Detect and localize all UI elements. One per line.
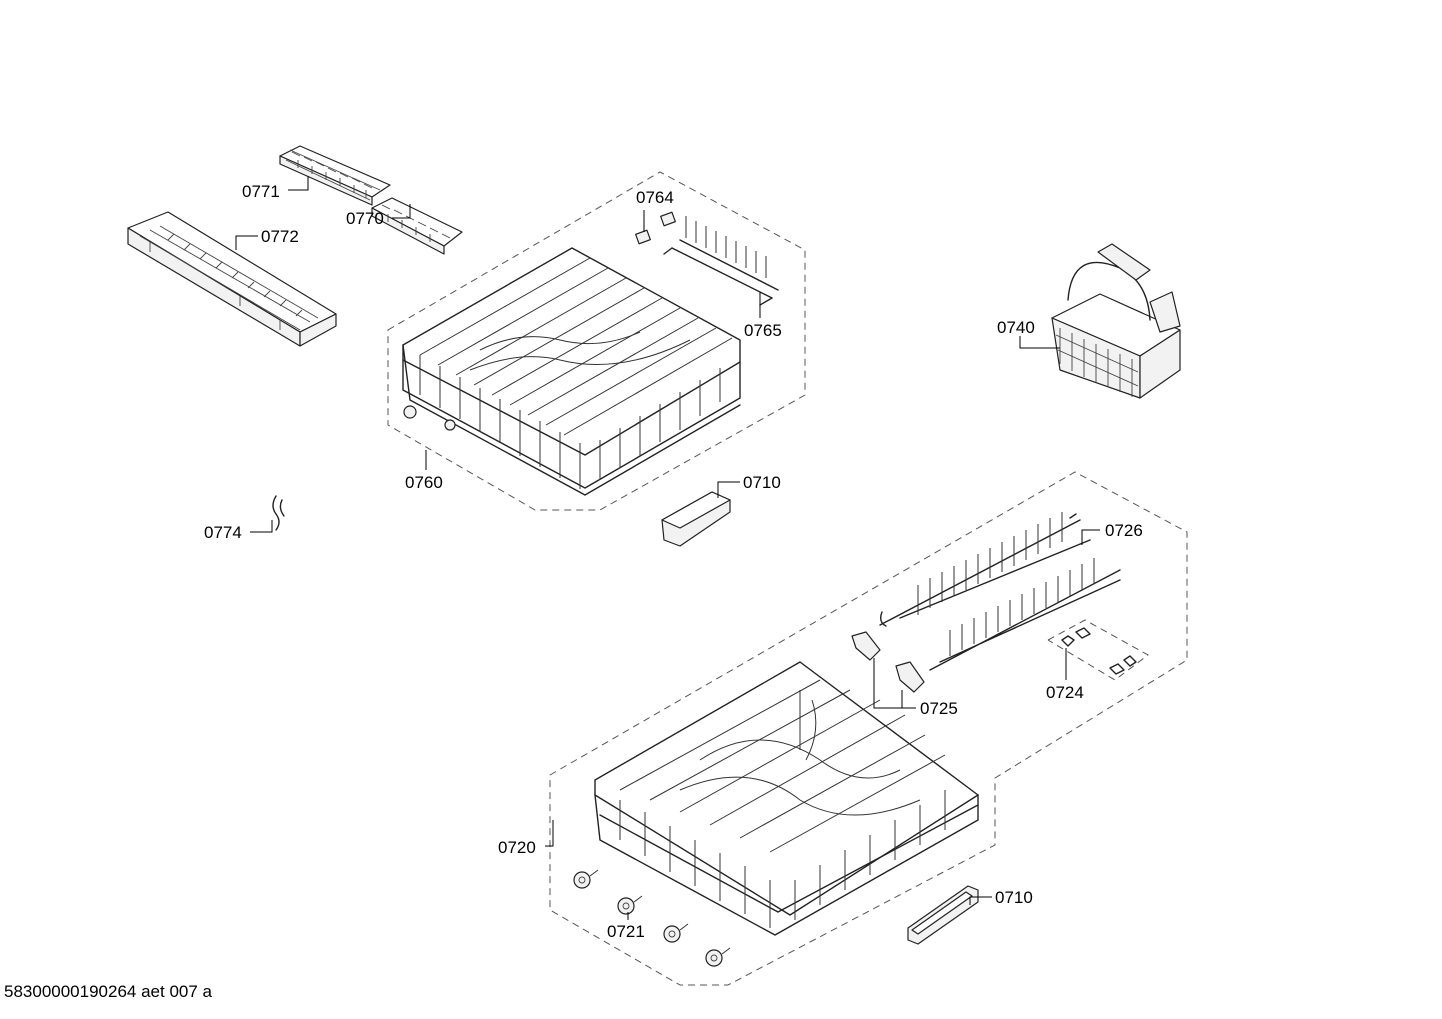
label-0726[interactable]: 0726 — [1105, 521, 1143, 540]
part-0760-upper-basket — [402, 247, 741, 496]
part-0721-wheels — [573, 869, 731, 967]
label-0764[interactable]: 0764 — [636, 188, 674, 207]
leader-0725 — [873, 658, 916, 709]
part-0740-cutlery-basket — [1051, 243, 1181, 399]
label-0770[interactable]: 0770 — [346, 209, 384, 228]
part-0725-clips — [851, 631, 925, 693]
part-0772-tray — [127, 211, 337, 347]
label-0710-upper[interactable]: 0710 — [743, 473, 781, 492]
leader-0770 — [392, 204, 411, 219]
part-0724-hinge-parts — [1061, 627, 1137, 675]
label-0724[interactable]: 0724 — [1046, 683, 1084, 702]
part-0726-tine-racks — [879, 512, 1121, 671]
drawing-id: 58300000190264 aet 007 a — [4, 982, 213, 1001]
part-0765-tine-rack — [663, 216, 779, 306]
leader-0774 — [250, 520, 273, 533]
part-0774-hook — [272, 495, 285, 531]
label-0720[interactable]: 0720 — [498, 838, 536, 857]
label-0725[interactable]: 0725 — [920, 699, 958, 718]
label-0772[interactable]: 0772 — [261, 227, 299, 246]
label-0771[interactable]: 0771 — [242, 182, 280, 201]
leader-0771 — [288, 176, 309, 191]
label-0760[interactable]: 0760 — [405, 473, 443, 492]
leader-0710-upper — [717, 481, 740, 498]
hinge-group-outline — [1047, 619, 1149, 681]
leader-0720 — [545, 820, 554, 847]
label-0710-lower[interactable]: 0710 — [995, 888, 1033, 907]
label-0774[interactable]: 0774 — [204, 523, 242, 542]
leader-0740 — [1019, 336, 1060, 349]
upper-basket-group-outline — [387, 171, 806, 511]
label-0740[interactable]: 0740 — [997, 318, 1035, 337]
label-0721[interactable]: 0721 — [607, 922, 645, 941]
part-0710-lower-handle — [907, 885, 979, 945]
leader-0772 — [235, 235, 258, 250]
lower-basket-group-outline — [549, 471, 1188, 986]
part-0710-upper-handle — [661, 491, 731, 547]
leader-0726 — [1081, 529, 1100, 545]
part-0770-shelf — [371, 197, 463, 255]
part-0771-shelf — [279, 145, 391, 206]
part-0764-clip — [635, 211, 676, 245]
label-0765[interactable]: 0765 — [744, 321, 782, 340]
part-0720-lower-basket — [594, 661, 979, 936]
leader-0710-lower — [969, 896, 992, 905]
